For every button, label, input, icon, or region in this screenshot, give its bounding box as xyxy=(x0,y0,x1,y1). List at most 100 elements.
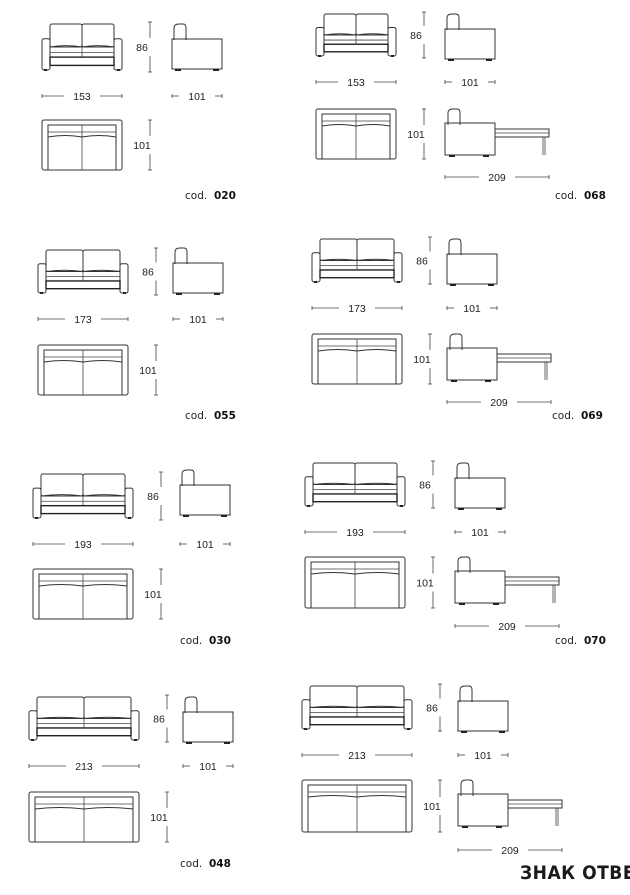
back-cushion-right xyxy=(82,249,121,272)
left-arm xyxy=(28,710,38,741)
side-depth-dimension-label: 101 xyxy=(463,303,481,315)
top-depth-dimension-label: 101 xyxy=(413,354,431,366)
back-cushion-right xyxy=(355,13,389,36)
foot-left xyxy=(318,55,321,57)
top-depth-dimension-label: 101 xyxy=(139,365,157,377)
open-depth-dimension-label: 209 xyxy=(498,621,516,633)
side-depth-dimension-label: 101 xyxy=(471,527,489,539)
right-arm xyxy=(113,38,123,71)
back-cushion-left xyxy=(312,462,356,485)
sofa-side-view xyxy=(179,469,231,517)
foot-left xyxy=(35,517,38,519)
foot-back xyxy=(451,380,457,382)
sofa-side-view xyxy=(457,685,509,733)
sofa-side-view xyxy=(172,247,224,295)
model-code-prefix: cod. xyxy=(555,635,577,647)
top-cushion-curve xyxy=(47,135,117,138)
sofa-front-view xyxy=(32,473,134,519)
open-depth-dimension-label: 209 xyxy=(501,845,519,857)
sofa-front-view xyxy=(28,696,140,741)
sofa-side-view xyxy=(454,462,506,510)
model-code: 070 xyxy=(584,635,606,647)
open-depth-dimension-label: 209 xyxy=(488,172,506,184)
body-profile xyxy=(446,347,498,381)
sofa-top-view xyxy=(28,791,140,843)
foot-right xyxy=(397,281,400,283)
top-depth-dimension-label: 101 xyxy=(133,140,151,152)
back-cushion-left xyxy=(323,13,357,36)
top-cushion-curve xyxy=(43,360,123,363)
width-dimension-label: 153 xyxy=(73,91,91,103)
model-code-prefix: cod. xyxy=(555,190,577,202)
height-dimension-label: 86 xyxy=(416,256,428,268)
left-arm xyxy=(304,476,314,507)
body-profile xyxy=(457,793,509,827)
model-code: 020 xyxy=(214,190,236,202)
sofa-bed-open-view xyxy=(444,108,550,157)
left-arm xyxy=(32,487,42,519)
left-arm xyxy=(37,263,47,294)
width-dimension-label: 193 xyxy=(74,539,92,551)
top-cushion-curve xyxy=(34,807,134,810)
back-cushion-profile xyxy=(457,556,471,573)
model-code-prefix: cod. xyxy=(552,410,574,422)
width-dimension-label: 213 xyxy=(75,761,93,773)
body-profile xyxy=(179,484,231,516)
foot-right xyxy=(400,505,403,507)
model-code-prefix: cod. xyxy=(180,635,202,647)
sofa-base xyxy=(36,727,132,737)
top-depth-dimension-label: 101 xyxy=(144,589,162,601)
sofa-top-view xyxy=(32,568,134,620)
sofa-bed-open-view xyxy=(457,779,563,828)
side-depth-dimension-label: 101 xyxy=(189,314,207,326)
model-code-prefix: cod. xyxy=(185,410,207,422)
top-cushion-curve xyxy=(310,572,400,575)
back-cushion-right xyxy=(83,696,132,719)
foot-back xyxy=(459,603,465,605)
foot-front xyxy=(485,380,491,382)
watermark-text: ЗНАК ОТВЕТА xyxy=(520,862,630,884)
sofa-front-view xyxy=(311,238,403,283)
foot-back xyxy=(175,69,181,71)
foot-back xyxy=(448,59,454,61)
foot-front xyxy=(214,293,220,295)
foot-back xyxy=(183,515,189,517)
foot-front xyxy=(493,603,499,605)
back-cushion-left xyxy=(319,238,358,261)
width-dimension-label: 213 xyxy=(348,750,366,762)
foot-front xyxy=(221,515,227,517)
right-arm xyxy=(124,487,134,519)
right-arm xyxy=(130,710,140,741)
back-cushion-profile xyxy=(184,696,198,713)
sofa-bed-open-view xyxy=(454,556,560,605)
sofa-front-view xyxy=(315,13,397,57)
body-profile xyxy=(172,262,224,294)
back-cushion-left xyxy=(40,473,84,497)
back-cushion-right xyxy=(356,685,405,708)
sofa-front-view xyxy=(301,685,413,730)
top-cushion-curve xyxy=(307,795,407,798)
body-profile xyxy=(446,253,498,285)
back-cushion-profile xyxy=(446,13,460,30)
sofa-base xyxy=(309,716,405,726)
sofa-front-view xyxy=(41,23,123,71)
foot-back xyxy=(458,508,464,510)
sofa-top-view xyxy=(301,779,413,833)
back-cushion-profile xyxy=(181,469,195,486)
body-profile xyxy=(457,700,509,732)
model-code: 068 xyxy=(584,190,606,202)
side-depth-dimension-label: 101 xyxy=(461,77,479,89)
foot-front xyxy=(496,508,502,510)
sofa-base xyxy=(49,56,115,67)
width-dimension-label: 173 xyxy=(348,303,366,315)
foot-back xyxy=(176,293,182,295)
right-arm xyxy=(119,263,129,294)
sofa-top-view xyxy=(304,556,406,609)
left-arm xyxy=(311,252,321,283)
left-arm xyxy=(301,699,311,730)
sofa-base xyxy=(323,43,389,53)
